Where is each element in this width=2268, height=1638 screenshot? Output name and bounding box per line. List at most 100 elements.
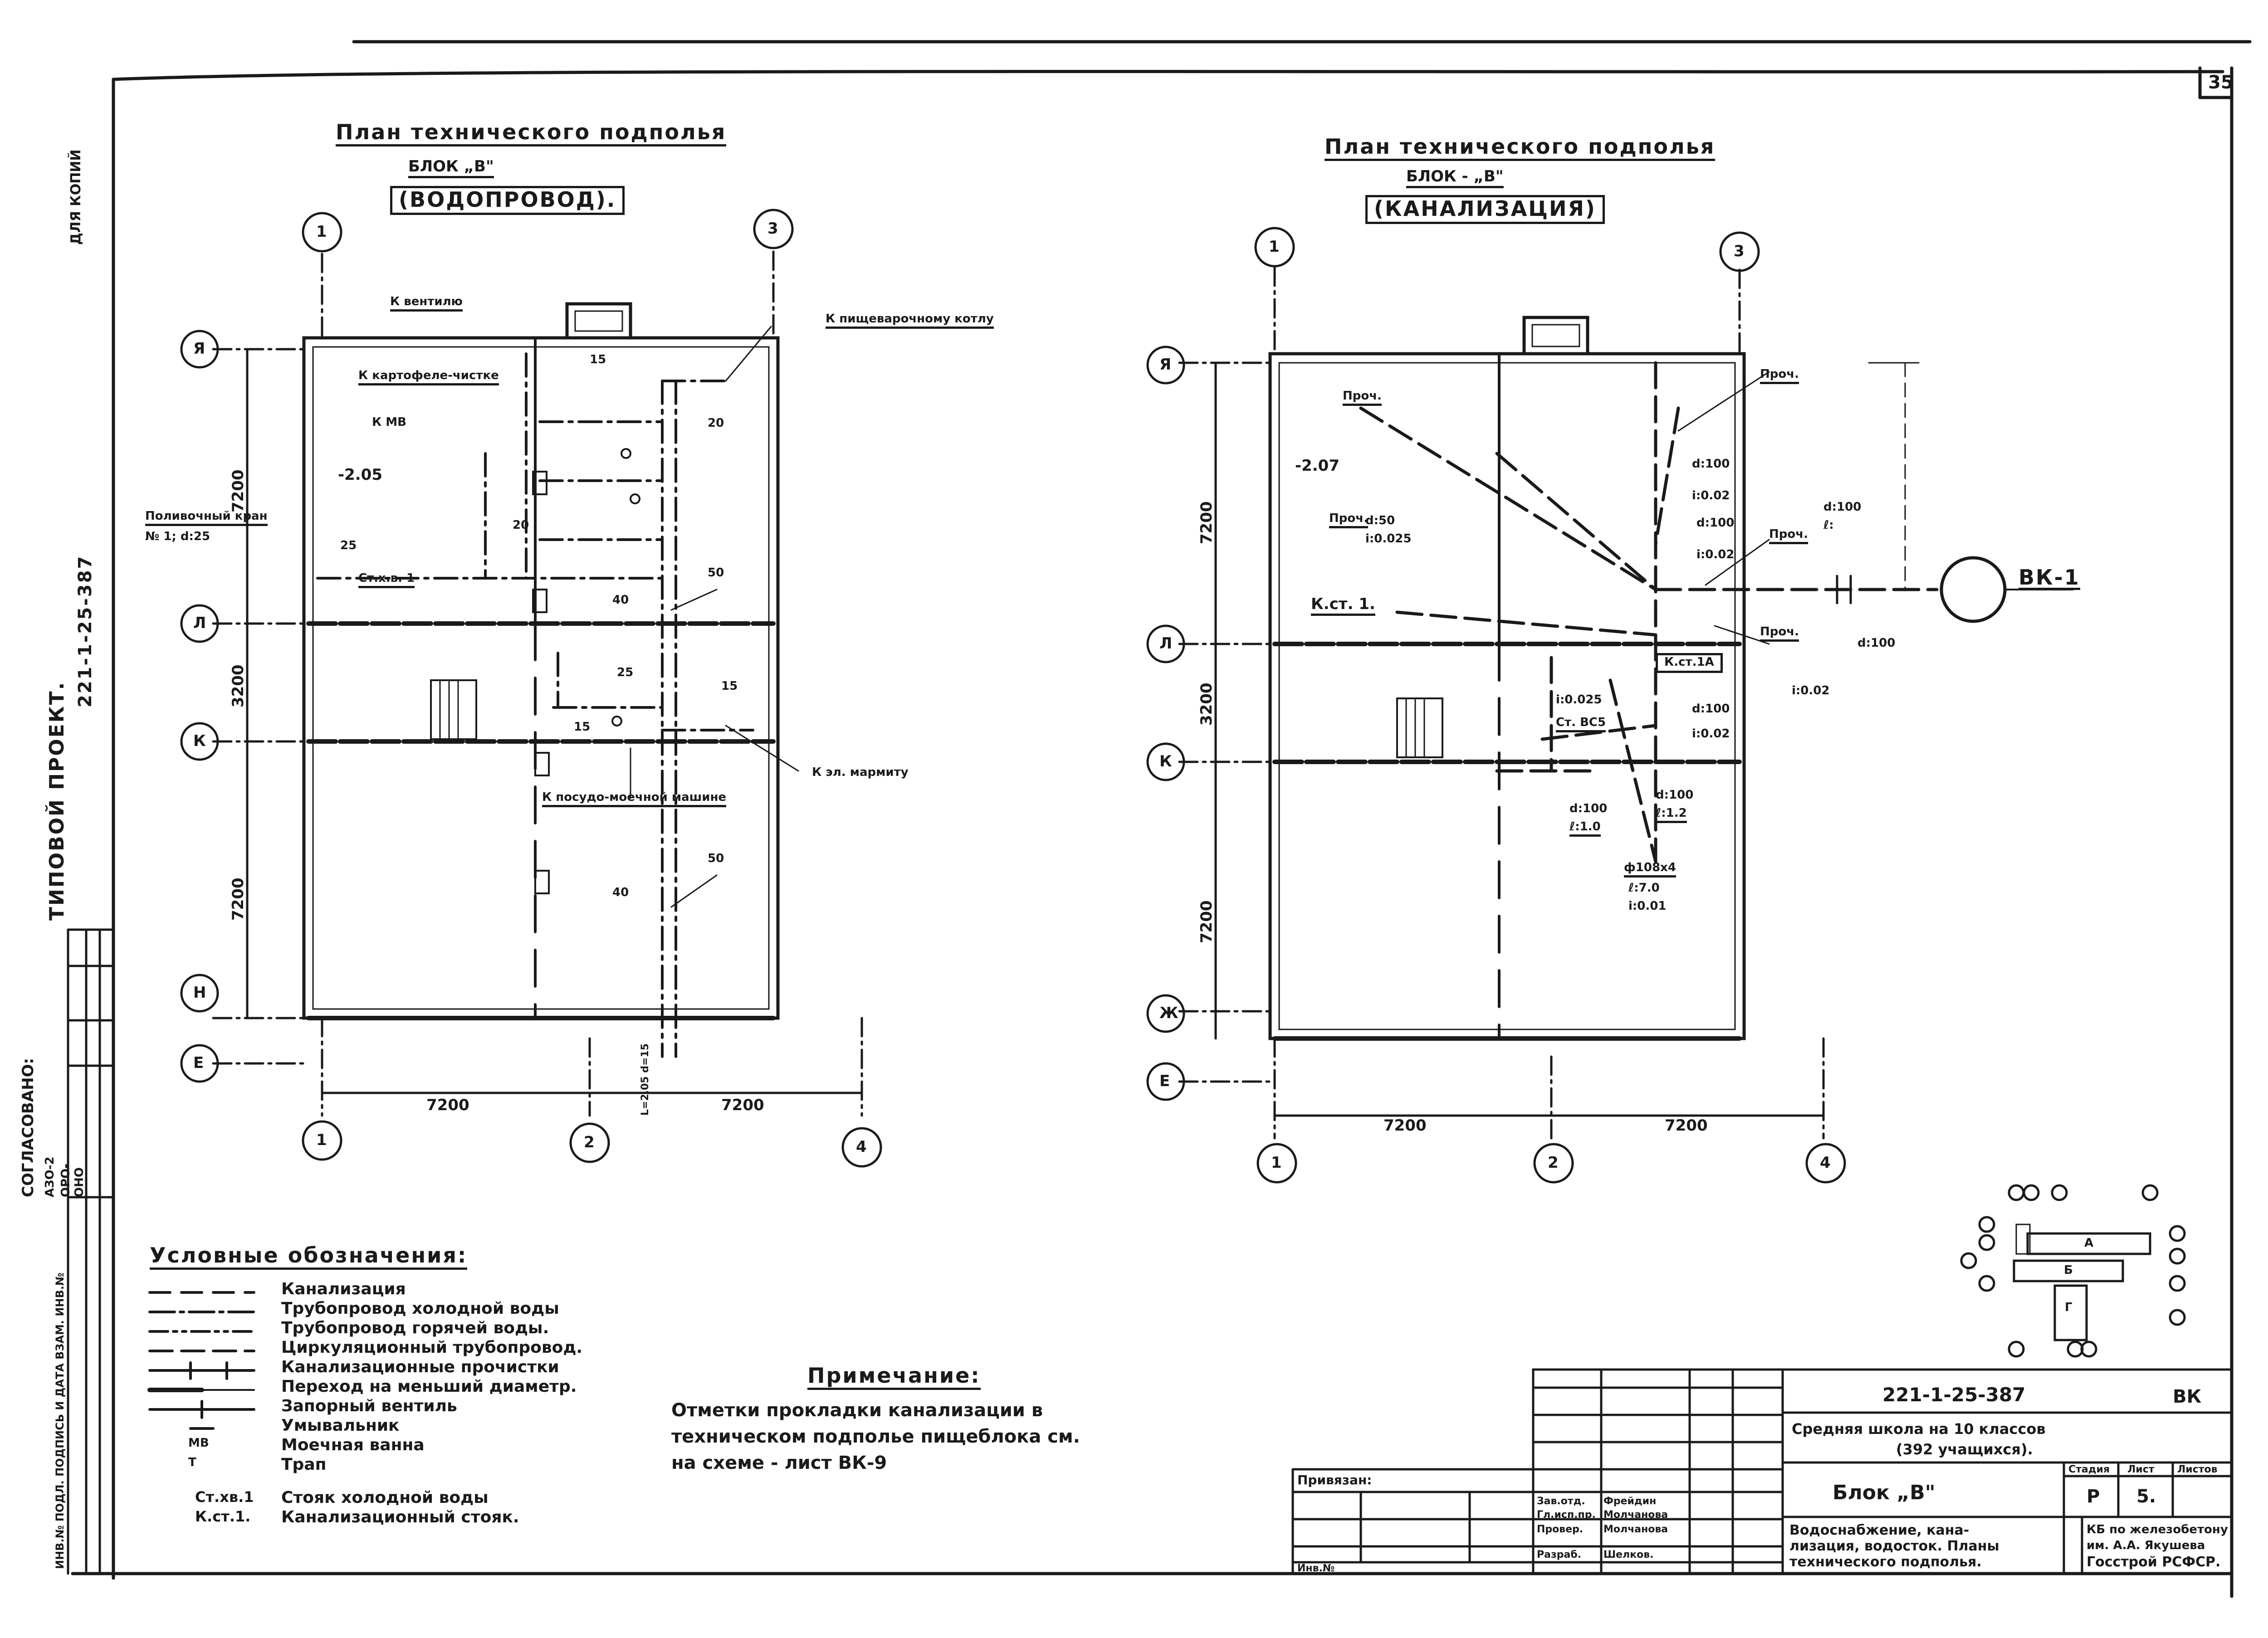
plan-right-d100-f: d:100: [1656, 788, 1694, 802]
side-project-code: 221-1-25-387: [75, 555, 96, 707]
plan-right-d100-g: d:100: [1692, 702, 1730, 716]
title-name-4: Шелков.: [1603, 1549, 1654, 1560]
legend-item-label: Трубопровод холодной воды: [281, 1299, 559, 1318]
plan-right-i-e: i:0.02: [1792, 684, 1830, 697]
title-inv: Инв.№: [1297, 1563, 1335, 1574]
plan-left-axis-l: Л: [193, 614, 206, 632]
title-sheets-header: Листов: [2177, 1464, 2218, 1475]
title-code: 221-1-25-387: [1882, 1384, 2026, 1406]
title-project-name-2: (392 учащихся).: [1896, 1441, 2033, 1458]
plan-left-axis-e: Е: [193, 1054, 204, 1072]
plan-left-axis-ya: Я: [193, 340, 205, 358]
plan-left-axes: [180, 209, 882, 1168]
plan-right-axes: [1146, 227, 1846, 1184]
plan-left-dim-v2: 3200: [229, 664, 247, 707]
legend-item-label: Трубопровод горячей воды.: [281, 1319, 549, 1337]
plan-right-dim-v1: 7200: [1198, 501, 1216, 544]
plan-right-l270: ℓ:7.0: [1628, 881, 1660, 895]
plan-left-subtitle: (ВОДОПРОВОД).: [390, 186, 625, 215]
plan-left-axis-top-1: 1: [316, 223, 327, 241]
title-sheet-header: Лист: [2127, 1464, 2155, 1475]
legend-item-symbol: К.ст.1.: [195, 1508, 251, 1525]
plan-right-dim-v3: 7200: [1198, 900, 1216, 943]
legend-item-label: Канализационный стояк.: [281, 1508, 519, 1526]
plan-right-l12: ℓ:1.2: [1656, 807, 1687, 823]
legend-item-label: Трап: [281, 1455, 327, 1474]
plan-right-axis-top-3: 3: [1734, 242, 1745, 260]
plan-right-kst1a: К.ст.1А: [1656, 653, 1723, 673]
plan-right-l10: ℓ:1.0: [1569, 821, 1601, 837]
plan-left-d15: 15: [590, 353, 606, 366]
legend-item-label: Умывальник: [281, 1416, 400, 1435]
plan-right-pipe: ф108х4: [1624, 862, 1676, 878]
plan-left-d40: 40: [612, 593, 629, 607]
title-description-2: лизация, водосток. Планы: [1789, 1538, 1999, 1554]
plan-left-axis-bottom-4: 4: [856, 1138, 867, 1156]
title-sheet-name: Блок „В": [1833, 1481, 1936, 1504]
plan-left-d50b: 50: [708, 852, 724, 865]
plan-right-sewer: [1359, 361, 2074, 863]
plan-right-structure: [1268, 316, 1746, 1041]
plan-left-d25b: 25: [617, 666, 634, 679]
key-plan-block-a: А: [2084, 1236, 2094, 1250]
sheet-number: 35: [2208, 72, 2234, 93]
legend-item-label: Стояк холодной воды: [281, 1488, 489, 1507]
legend-item-label: Канализационные прочистки: [281, 1358, 559, 1376]
plan-right-axis-bottom-2: 2: [1548, 1154, 1559, 1172]
legend-item-label: Переход на меньший диаметр.: [281, 1377, 577, 1396]
title-project-name: Средняя школа на 10 классов: [1792, 1420, 2046, 1438]
plan-right-i001: i:0.01: [1628, 899, 1667, 913]
plan-left-to-mv: К МВ: [372, 415, 406, 429]
plan-right-proch-5: Проч.: [1760, 626, 1799, 642]
title-role-4: Разраб.: [1537, 1549, 1582, 1560]
title-org-1: КБ по железобетону: [2087, 1523, 2228, 1536]
plan-right-proch-4: Проч.: [1769, 528, 1808, 544]
key-plan-block-g: Г: [2065, 1301, 2072, 1314]
plan-left-to-cook: К пищеварочному котлу: [826, 313, 994, 329]
plan-right-title: План технического подполья: [1325, 136, 1716, 161]
title-stage-header: Стадия: [2068, 1464, 2110, 1475]
side-stamp-top: ДЛЯ КОПИЙ: [68, 149, 84, 245]
plan-left-d20: 20: [708, 416, 724, 430]
legend-lines: [147, 1291, 255, 1430]
title-block-grid: [1291, 1368, 2233, 1575]
plan-left-d15c: 15: [721, 679, 738, 693]
plan-right-kst1: К.ст. 1.: [1311, 596, 1375, 616]
plan-right-d50: d:50: [1365, 514, 1395, 527]
plan-left-dim-h2: 7200: [721, 1096, 764, 1114]
plan-right-axis-zh: Ж: [1159, 1004, 1178, 1022]
plan-left-watering-no: № 1; d:25: [145, 530, 210, 543]
title-name-3: Молчанова: [1603, 1524, 1668, 1535]
plan-right-axis-k: К: [1159, 752, 1172, 770]
legend-item-symbol: Т: [188, 1456, 196, 1469]
side-agreed-row-3: ОНО: [73, 1167, 86, 1197]
title-role-2: Гл.исп.пр.: [1537, 1509, 1596, 1521]
side-stamp: [67, 928, 115, 1575]
plan-left-riser: Ст.х.в. 1: [358, 572, 415, 588]
legend-item-symbol: МВ: [188, 1436, 209, 1450]
plan-left-d40b: 40: [612, 886, 629, 899]
title-stage: Р: [2087, 1486, 2100, 1507]
title-org-3: Госстрой РСФСР.: [2087, 1554, 2221, 1570]
plan-right-block: БЛОК - „В": [1406, 169, 1504, 188]
note-line-3: на схеме - лист ВК-9: [671, 1453, 887, 1473]
plan-left-axis-bottom-2: 2: [584, 1133, 595, 1151]
plan-left-d15b: 15: [574, 720, 591, 734]
legend-item-label: Циркуляционный трубопровод.: [281, 1338, 583, 1357]
plan-left-to-vent: К вентилю: [390, 296, 463, 312]
plan-left-axis-k: К: [193, 732, 206, 750]
plan-right-d100-a: d:100: [1823, 500, 1862, 514]
plan-left-axis-n: Н: [193, 984, 206, 1002]
plan-right-i0025-b: i:0.025: [1556, 693, 1602, 707]
title-role-1: Зав.отд.: [1537, 1496, 1585, 1507]
plan-left-axis-top-3: 3: [767, 219, 778, 238]
plan-left-watering: Поливочный кран: [145, 510, 268, 526]
key-plan-block-b: Б: [2064, 1263, 2073, 1277]
plan-left-mark: -2.05: [338, 466, 382, 484]
page-frame: [71, 40, 2252, 1598]
plan-right-i-c: i:0.02: [1692, 489, 1730, 502]
plan-left-to-dish: К посудо-моечной машине: [542, 791, 727, 807]
plan-right-d100-b: d:100: [1857, 636, 1896, 650]
